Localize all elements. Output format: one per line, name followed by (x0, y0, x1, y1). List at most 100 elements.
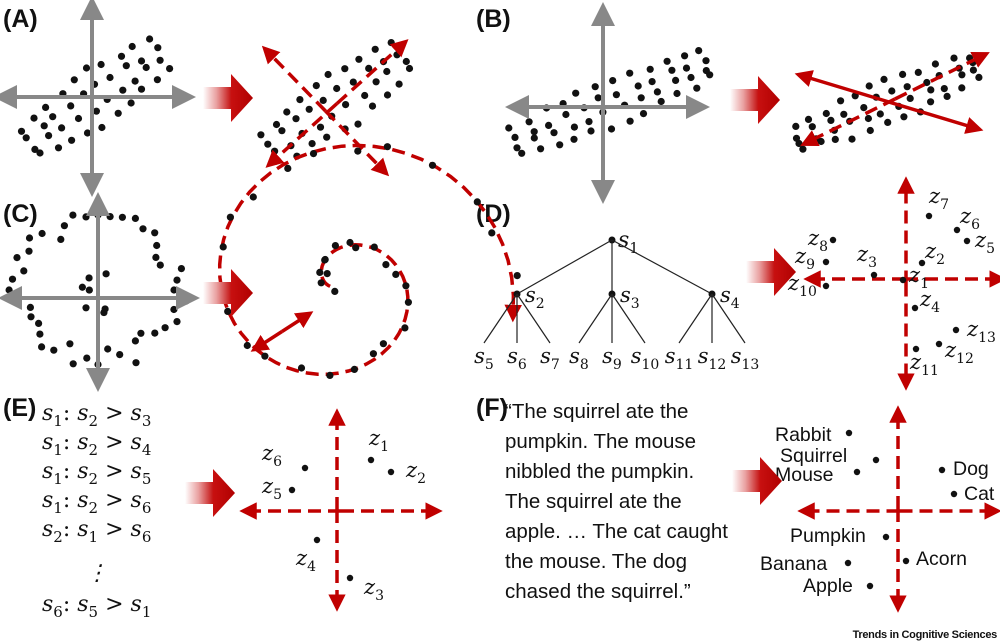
principal-axis-2 (324, 109, 390, 177)
transform-arrow-e (185, 469, 235, 517)
data-point (682, 64, 691, 72)
constraint-part: 3 (142, 412, 152, 430)
data-point (371, 45, 379, 53)
data-point (562, 110, 570, 119)
data-point (156, 261, 164, 269)
data-point (83, 354, 91, 362)
embedding-label-1: z1 (908, 263, 929, 292)
embedding-label-6-sub: 6 (971, 217, 980, 233)
embedding-point-10 (822, 282, 830, 290)
embedding-label-5-base: z (974, 228, 987, 252)
word-point-dog (938, 466, 946, 474)
data-point (25, 234, 34, 242)
data-point (906, 94, 914, 102)
constraint-part: s (42, 488, 53, 513)
data-point (402, 57, 410, 66)
embedding-label-1-sub: 1 (920, 276, 929, 292)
word-point-pumpkin (882, 533, 890, 541)
data-point (284, 164, 292, 172)
word-point-apple (866, 582, 874, 590)
data-point (83, 129, 92, 137)
credit-text: Trends in Cognitive Sciences (853, 629, 998, 641)
tree-label-leaf-8: s8 (569, 344, 589, 373)
data-point (297, 364, 306, 372)
data-point (82, 213, 90, 221)
quote-line-2: pumpkin. The mouse (505, 430, 696, 453)
word-label-apple: Apple (803, 575, 853, 597)
data-point (346, 238, 354, 247)
manifold-curve (217, 143, 522, 376)
data-point (401, 324, 409, 332)
data-point (331, 242, 339, 250)
data-point (132, 359, 140, 367)
embedding-label-5-base: z (261, 474, 274, 498)
data-point (840, 110, 848, 118)
data-point (383, 143, 391, 151)
data-point (668, 66, 676, 74)
constraint-part: s (42, 517, 53, 542)
data-point (392, 270, 400, 278)
data-point (98, 123, 106, 132)
data-point (97, 60, 105, 69)
data-point (594, 94, 602, 102)
data-point (884, 118, 892, 126)
data-point (923, 78, 931, 87)
data-point (513, 272, 521, 280)
data-point (837, 97, 845, 105)
data-point (639, 110, 648, 118)
data-point (505, 124, 513, 132)
data-point (342, 101, 350, 109)
data-point (352, 244, 360, 252)
data-point (848, 135, 856, 143)
word-label-dog: Dog (953, 458, 989, 480)
embedding-label-5-sub: 5 (273, 487, 282, 503)
tree-edge (678, 293, 713, 344)
principal-axis-2 (261, 45, 327, 113)
data-point (127, 99, 135, 107)
data-point (82, 64, 91, 72)
data-point (92, 107, 100, 115)
embedding-label-5: z5 (261, 474, 282, 503)
data-point (900, 113, 908, 121)
constraint-part: 2 (89, 441, 99, 459)
data-point (13, 254, 21, 262)
embedding-label-8-base: z (807, 226, 820, 250)
data-point (695, 47, 703, 55)
data-point (808, 123, 816, 131)
constraint-part: > (98, 430, 130, 455)
data-point (151, 229, 159, 237)
embedding-label-2-base: z (405, 458, 418, 482)
embedding-label-7-sub: 7 (940, 197, 949, 213)
constraint-part: : (63, 592, 77, 617)
constraint-ellipsis: ⋮ (86, 561, 108, 586)
constraint-part: 6 (53, 603, 63, 621)
constraint-part: 4 (142, 441, 152, 459)
constraint-6: s6: s5 > s1 (42, 592, 151, 621)
data-point (58, 124, 66, 132)
embedding-label-4: z4 (919, 287, 940, 316)
data-point (219, 243, 227, 251)
tree-label-child-3-sub: 3 (631, 296, 640, 312)
constraint-part: s (131, 592, 142, 617)
transform-arrow-a (203, 74, 253, 122)
data-point (349, 78, 357, 86)
data-point (309, 150, 318, 158)
embedding-point-2 (387, 468, 395, 476)
data-point (30, 114, 38, 122)
data-point (25, 247, 33, 255)
data-point (326, 371, 334, 379)
data-point (648, 78, 656, 86)
data-point (100, 308, 108, 317)
data-point (792, 122, 800, 130)
embedding-label-1-base: z (368, 426, 381, 450)
constraint-part: 1 (89, 528, 99, 546)
data-point (822, 109, 830, 118)
constraint-part: : (63, 517, 77, 542)
quote-line-6: the mouse. The dog (505, 550, 687, 573)
data-point (85, 274, 93, 282)
word-point-cat (950, 490, 958, 498)
transform-arrow-b-head (758, 76, 780, 124)
embedding-label-7-base: z (928, 184, 941, 208)
constraint-part: s (131, 488, 142, 513)
